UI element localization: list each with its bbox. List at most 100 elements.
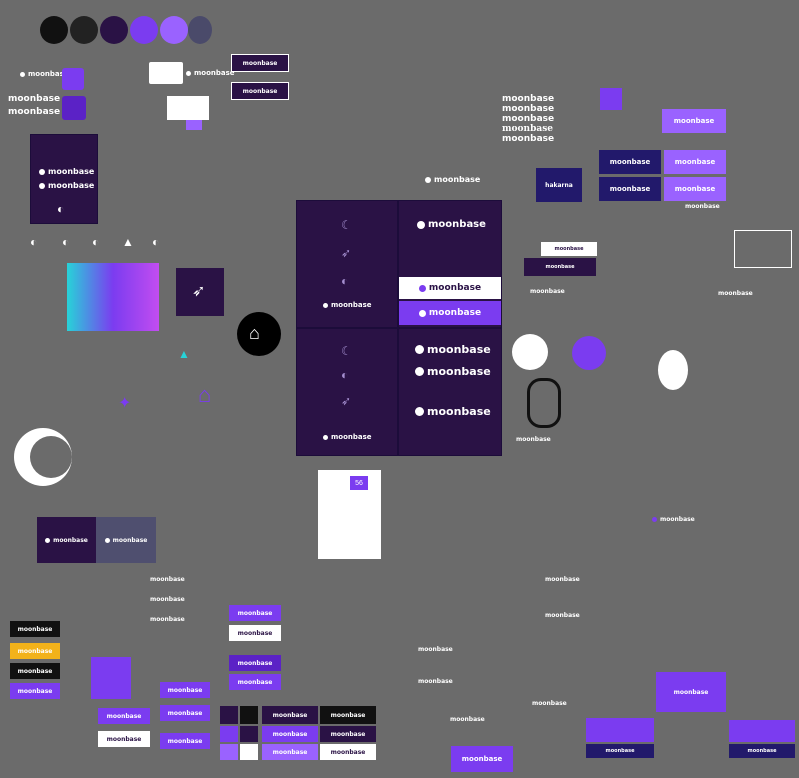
purple-wordmark-tile [62,96,86,120]
badge: 56 [350,476,368,490]
rocket-icon [658,350,688,390]
violet-wordmark-tag: moonbase [10,683,60,699]
moonbase-crescent-rocket-icon [160,16,188,44]
wordmark: moonbase [39,181,94,190]
moonbase-crescent-rocket-icon: ◐ [341,368,349,382]
navy-wordmark-tag: moonbase [599,150,661,174]
white-wordmark-tag: moonbase [541,242,597,256]
white-app-card: 56 [318,470,381,559]
swatch [240,744,258,760]
wordmark: moonbase [545,576,580,583]
wordmark: moonbase [323,301,372,309]
violet-wordmark-card: moonbase [656,672,726,712]
violet-wordmark-tag: moonbase [98,708,150,724]
moonbase-crescent-rocket-icon [30,436,72,478]
moonbase-crescent-rocket-icon [70,16,98,44]
wordmark: moonbase [718,290,753,297]
wordmark: moonbase [417,219,486,230]
crescent-moon-icon: ☾ [341,344,352,358]
wordmark-stack: moonbase moonbase moonbase moonbase moon… [502,94,555,144]
violet-wordmark-tag: moonbase [451,746,513,772]
wordmark: moonbase [450,716,485,723]
yellow-wordmark-tag: moonbase [10,643,60,659]
rocket-icon [512,334,548,370]
dark-wordmark-banner: moonbase [37,517,96,563]
wordmark: moonbase [652,516,695,523]
wordmark: moonbase [425,175,480,184]
wordmark: moonbase [150,616,185,623]
wordmark-banner: moonbase [231,82,289,100]
moonbase-crescent-rocket-icon: ◐ [92,235,100,249]
wordmark: moonbase [685,203,720,210]
wordmark-banner: moonbase [231,54,289,72]
wordmark-small: moonbase [20,70,69,78]
violet-wordmark-tag: moonbase [160,705,210,721]
violet-wordmark-tag: moonbase [229,655,281,671]
wordmark: moonbase [323,433,372,441]
rocket-icon: ▲ [122,235,134,249]
wordmark: moonbase [530,288,565,295]
swatch [240,706,258,724]
slate-wordmark-banner: moonbase [96,517,156,563]
white-wordmark-bar: moonbase [399,277,501,299]
badge-number: 56 [355,479,363,487]
wordmark: moonbase [415,343,491,356]
icon-chip [186,120,202,130]
purple-app-icon [62,68,84,90]
house-icon: ⌂ [249,323,260,343]
outline-logo-box [734,230,792,268]
dark-showcase-panel-2: moonbase moonbase moonbase [398,200,502,328]
violet-app-icon [600,88,622,110]
violet-wordmark-card [729,720,795,742]
moonbase-crescent-rocket-icon: ◐ [152,235,160,249]
wordmark-tag: moonbase [262,726,318,742]
rocket-icon: ➶ [341,246,352,260]
white-wordmark-tag: moonbase [98,731,150,747]
moonbase-crescent-rocket-icon [188,16,212,44]
moonbase-crescent-rocket-icon [130,16,158,44]
wordmark-tag: moonbase [262,744,318,760]
navy-alt-wordmark-tile: hakarna [536,168,582,202]
swatch [240,726,258,742]
navy-wordmark-tag: moonbase [586,744,654,758]
wordmark: moonbase [39,167,94,176]
crescent-moon-icon: ☾ [341,218,352,232]
violet-wordmark-tag: moonbase [160,733,210,749]
wordmark: moonbase [418,678,453,685]
white-logo-tile [149,62,183,84]
wordmark-tag: moonbase [320,726,376,742]
moonbase-crescent-rocket-icon: ◐ [30,235,38,249]
wordmark: moonbase [516,436,551,443]
wordmark: moonbase [150,576,185,583]
rocket-icon: ▲ [178,347,190,361]
icon-sample-card [167,96,209,120]
violet-wordmark-tag: moonbase [160,682,210,698]
violet-wordmark-tag: moonbase [664,177,726,201]
rocket-icon [572,336,606,370]
wordmark: moonbase [532,700,567,707]
navy-wordmark-tag: moonbase [729,744,795,758]
moonbase-crescent-rocket-icon [40,16,68,44]
top-logo-row [40,16,212,46]
rocket-icon: ➶ [192,283,206,300]
black-wordmark-tag: moonbase [10,663,60,679]
wordmark-tag: moonbase [320,706,376,724]
navy-wordmark-tag: moonbase [599,177,661,201]
moonbase-crescent-rocket-icon [100,16,128,44]
violet-wordmark-tag: moonbase [229,674,281,690]
rocket-app-icon: ➶ [176,268,224,316]
dark-showcase-panel-1: ☾ ➶ ◐ moonbase [296,200,398,328]
violet-wordmark-tag: moonbase [229,605,281,621]
wordmark: moonbase [415,405,491,418]
moonbase-crescent-rocket-icon: ◐ [62,235,70,249]
violet-wordmark-tag: moonbase [664,150,726,174]
swatch [220,726,238,742]
violet-wordmark-bar: moonbase [399,301,501,325]
dark-wordmark-tag: moonbase [524,258,596,276]
violet-wordmark-tag: moonbase [662,109,726,133]
wordmark-tag: moonbase [320,744,376,760]
dark-showcase-panel-4: moonbase moonbase moonbase [398,328,502,456]
sparkle-icon: ✦ [118,395,132,412]
rocket-icon: ➶ [341,394,352,408]
swatch [220,706,238,724]
